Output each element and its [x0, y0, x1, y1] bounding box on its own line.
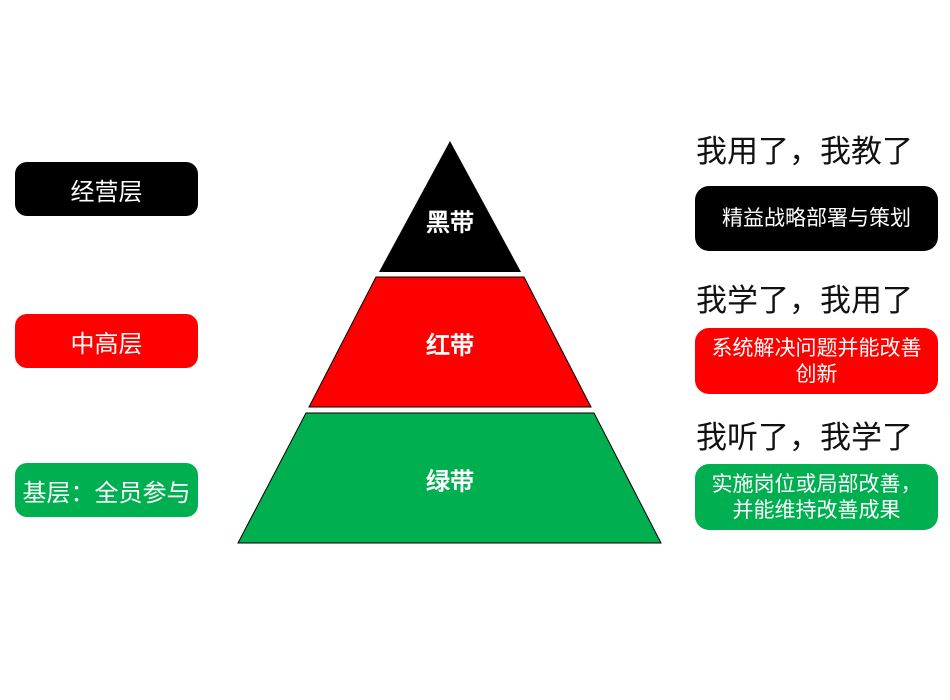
layer-box-middle-senior: 中高层: [15, 314, 198, 368]
description-green: 实施岗位或局部改善， 并能维持改善成果: [711, 471, 922, 522]
description-box-red: 系统解决问题并能改善 创新: [695, 328, 938, 394]
pyramid-tier-red: [308, 276, 592, 408]
layer-box-management: 经营层: [15, 162, 198, 216]
layer-box-grassroots: 基层：全员参与: [15, 463, 198, 517]
pyramid-tier-green: [237, 412, 662, 544]
description-box-green: 实施岗位或局部改善， 并能维持改善成果: [695, 464, 938, 530]
pyramid-tier-black: [379, 141, 521, 272]
layer-label-grassroots: 基层：全员参与: [22, 478, 191, 507]
quote-green: 我听了，我学了: [696, 420, 913, 456]
belt-label-black: 黑带: [426, 207, 474, 237]
belt-label-red: 红带: [426, 330, 474, 360]
layer-label-middle-senior: 中高层: [70, 329, 143, 358]
layer-label-management: 经营层: [70, 177, 143, 206]
quote-red: 我学了，我用了: [696, 283, 913, 319]
quote-black: 我用了，我教了: [696, 134, 913, 170]
belt-label-green: 绿带: [426, 466, 474, 496]
description-black: 精益战略部署与策划: [722, 206, 911, 231]
description-red: 系统解决问题并能改善 创新: [711, 335, 922, 386]
description-box-black: 精益战略部署与策划: [695, 186, 938, 251]
